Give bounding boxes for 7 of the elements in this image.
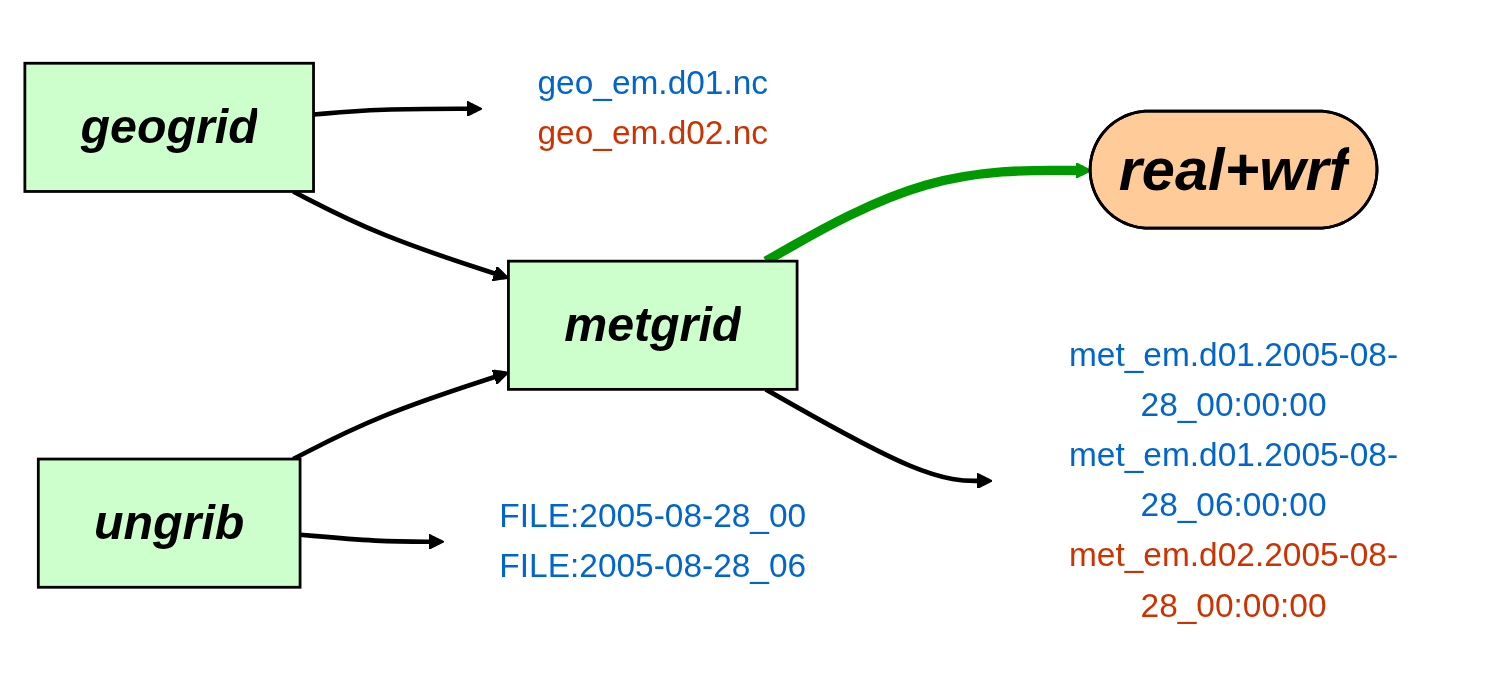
node-box: geogrid <box>23 61 315 193</box>
node-box: metgrid <box>507 259 799 391</box>
node-box: ungrib <box>36 457 302 589</box>
arrow <box>313 100 483 117</box>
node-text: geo_em.d01.nc geo_em.d02.nc <box>537 64 769 152</box>
node-text: FILE:2005-08-28_00 FILE:2005-08-28_06 <box>499 497 807 585</box>
node-text: met_em.d01.2005-08-28_00:00:00 met_em.d01.2005-08-28_06:00:00 met_em.d02.2005-08-28_00:00:00 <box>1069 335 1399 624</box>
